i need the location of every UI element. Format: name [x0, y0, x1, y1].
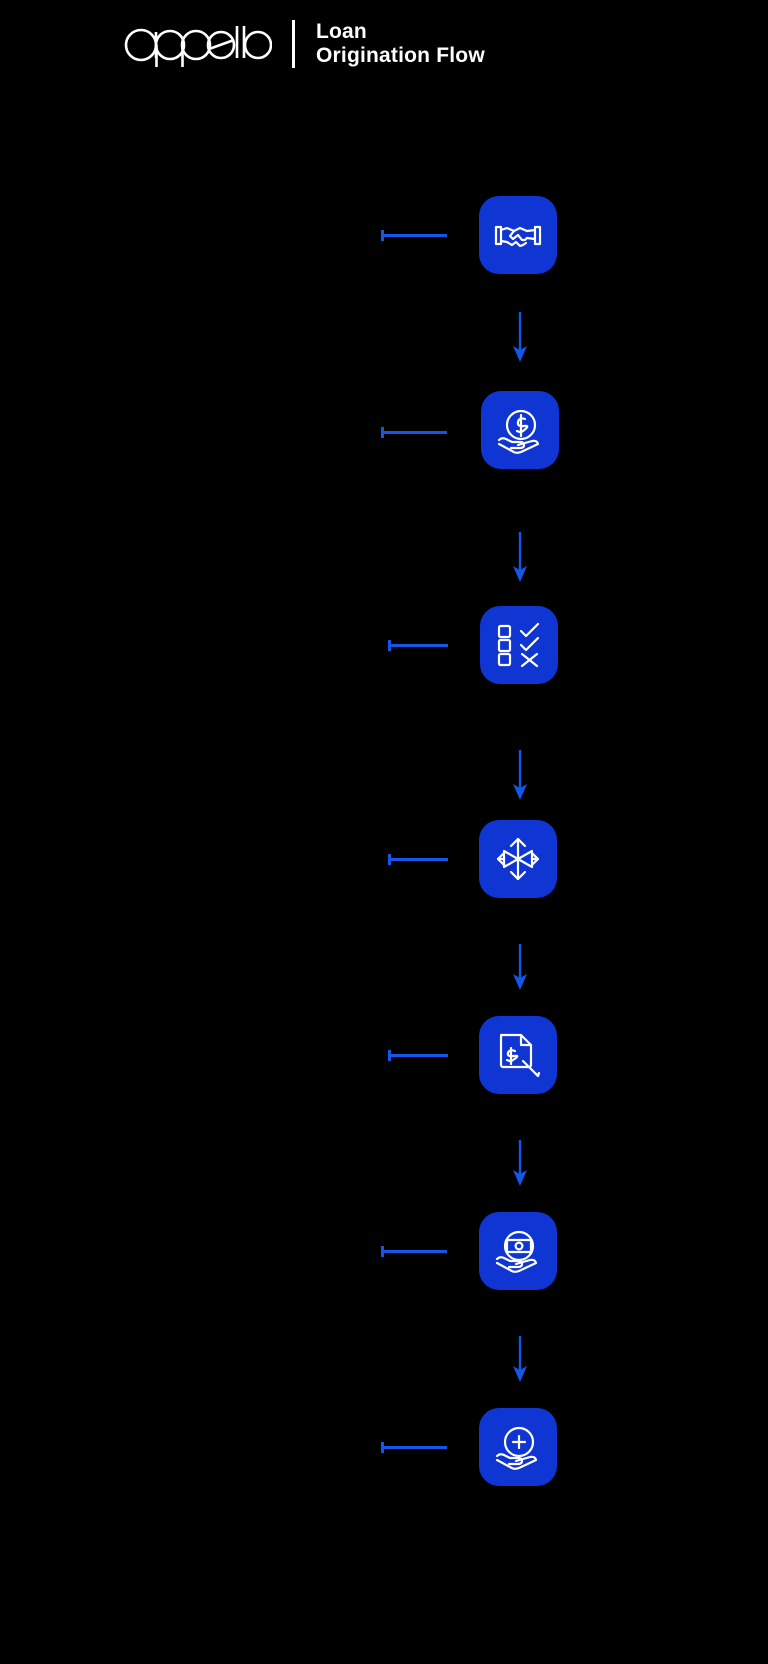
connector-line-6 — [381, 1250, 447, 1253]
page-header: Loan Origination Flow — [0, 0, 768, 100]
flow-step-7-tile[interactable] — [479, 1408, 557, 1486]
flow-arrow-3 — [508, 750, 532, 802]
flow-arrow-1 — [508, 312, 532, 364]
hand-holding-cash-icon — [492, 1225, 544, 1277]
connector-line-7 — [381, 1446, 447, 1449]
flow-arrow-4 — [508, 944, 532, 992]
connector-line-4 — [388, 858, 448, 861]
connector-line-5 — [388, 1054, 448, 1057]
handshake-icon — [492, 209, 544, 261]
page-title-line-2: Origination Flow — [316, 44, 485, 67]
flow-arrow-2 — [508, 532, 532, 584]
connector-line-2 — [381, 431, 447, 434]
flow-step-3-tile[interactable] — [480, 606, 558, 684]
flow-step-4-tile[interactable] — [479, 820, 557, 898]
checklist-approval-icon — [494, 620, 544, 670]
connector-line-1 — [381, 234, 447, 237]
four-way-arrows-icon — [492, 833, 544, 885]
page-title-line-1: Loan — [316, 20, 367, 43]
flow-step-6-tile[interactable] — [479, 1212, 557, 1290]
flow-step-5-tile[interactable] — [479, 1016, 557, 1094]
flow-arrow-6 — [508, 1336, 532, 1384]
flow-step-2-tile[interactable] — [481, 391, 559, 469]
connector-line-3 — [388, 644, 448, 647]
flow-arrow-5 — [508, 1140, 532, 1188]
appello-wordmark-logo — [124, 22, 272, 68]
page-title: Loan Origination Flow — [316, 20, 676, 68]
hand-holding-dollar-coin-icon — [494, 404, 546, 456]
flow-step-1-tile[interactable] — [479, 196, 557, 274]
header-divider — [292, 20, 295, 68]
hand-holding-plus-circle-icon — [492, 1421, 544, 1473]
document-dollar-sign-icon — [493, 1030, 543, 1080]
